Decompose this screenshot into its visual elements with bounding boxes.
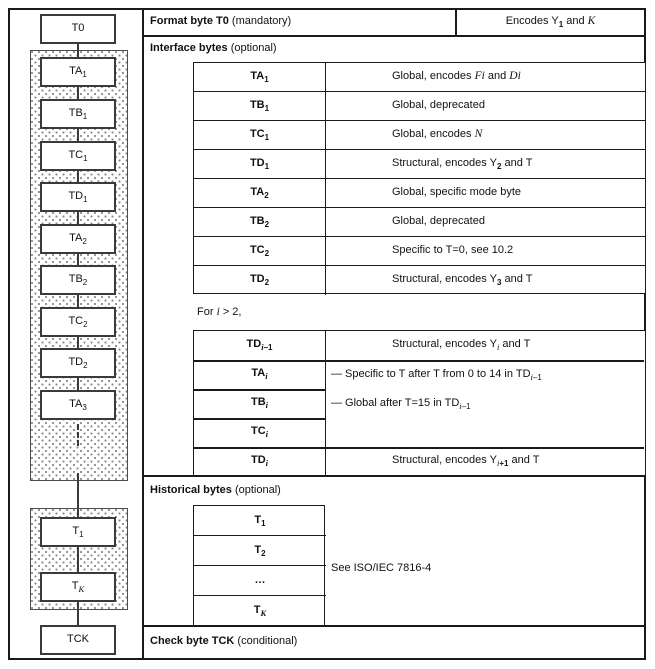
byte-name-cell: TA2: [194, 179, 326, 207]
connector-line: [77, 473, 79, 517]
byte-name-cell: TCi: [194, 418, 326, 447]
connector-line: [77, 602, 79, 625]
table-row: TB1 Global, deprecated: [194, 92, 645, 121]
byte-name-cell: TAi: [194, 360, 326, 389]
byte-name-cell: TB1: [194, 92, 326, 120]
diagram-box-tk: TK: [40, 572, 116, 602]
byte-name-cell: TA1: [194, 63, 326, 91]
byte-name-cell: TC2: [194, 237, 326, 265]
i-bytes-table: TDi–1 TAi TBi TCi TDi Structural, encode…: [193, 330, 646, 476]
byte-name-cell: TD1: [194, 150, 326, 178]
table-row: TA2 Global, specific mode byte: [194, 179, 645, 208]
byte-desc-cell: Structural, encodes Y3 and T: [392, 273, 533, 287]
table-row: TD2 Structural, encodes Y3 and T: [194, 266, 645, 295]
section-divider-line: [143, 625, 646, 627]
format-row-divider-line: [455, 10, 457, 35]
byte-name-cell: T2: [194, 536, 326, 566]
byte-name-cell: TC1: [194, 121, 326, 149]
byte-desc-cell: Structural, encodes Yi and T: [392, 338, 531, 352]
row-line: [194, 389, 326, 391]
interface-bytes-label: Interface bytes (optional): [150, 42, 277, 54]
format-byte-desc: Encodes Y1 and K: [505, 15, 596, 29]
for-i-note: For i > 2,: [197, 306, 242, 318]
diagram-box-t1: T1: [40, 517, 116, 547]
historical-bytes-table: T1 T2 … TK: [193, 505, 326, 625]
row-line: [194, 360, 644, 362]
connector-line: [77, 547, 79, 572]
byte-name-cell: TB2: [194, 208, 326, 236]
table-row: TC1 Global, encodes N: [194, 121, 645, 150]
diagram-box-td2: TD2: [40, 348, 116, 378]
table-row: TB2 Global, deprecated: [194, 208, 645, 237]
merged-desc-line: — Specific to T after T from 0 to 14 in …: [331, 368, 542, 382]
format-byte-label: Format byte T0 (mandatory): [150, 15, 292, 27]
diagram-box-tc1: TC1: [40, 141, 116, 171]
byte-desc-cell: Structural, encodes Y2 and T: [392, 157, 533, 171]
byte-desc-cell: Global, encodes Fi and Di: [392, 70, 521, 82]
byte-name-cell: …: [194, 566, 326, 596]
row-line: [194, 447, 644, 449]
diagram-box-ta2: TA2: [40, 224, 116, 254]
byte-desc-cell: Structural, encodes Yi+1 and T: [392, 454, 540, 468]
byte-name-cell: T1: [194, 506, 326, 536]
merged-desc-line: — Global after T=15 in TDi–1: [331, 397, 471, 411]
table-row: TD1 Structural, encodes Y2 and T: [194, 150, 645, 179]
table-row: TA1 Global, encodes Fi and Di: [194, 63, 645, 92]
byte-desc-cell: Specific to T=0, see 10.2: [392, 244, 514, 256]
diagram-box-tb1: TB1: [40, 99, 116, 129]
byte-desc-cell: Global, specific mode byte: [392, 186, 522, 198]
section-divider-line: [143, 35, 646, 37]
diagram-box-tb2: TB2: [40, 265, 116, 295]
check-byte-label: Check byte TCK (conditional): [150, 635, 298, 647]
historical-desc: See ISO/IEC 7816-4: [331, 562, 432, 574]
byte-name-cell: TDi–1: [194, 331, 326, 360]
diagram-box-t0: T0: [40, 14, 116, 44]
byte-desc-cell: Global, deprecated: [392, 99, 485, 111]
row-line: [194, 418, 326, 420]
historical-bytes-label: Historical bytes (optional): [150, 484, 281, 496]
diagram-box-tc2: TC2: [40, 307, 116, 337]
section-divider-line: [143, 475, 646, 477]
table-row: TC2 Specific to T=0, see 10.2: [194, 237, 645, 266]
panel-divider-line: [142, 8, 144, 660]
byte-name-cell: TDi: [194, 447, 326, 476]
byte-name-cell: TBi: [194, 389, 326, 418]
byte-name-cell: TD2: [194, 266, 326, 295]
diagram-box-ta1: TA1: [40, 57, 116, 87]
interface-bytes-table: TA1 Global, encodes Fi and Di TB1 Global…: [193, 62, 646, 295]
diagram-box-ta3: TA3: [40, 390, 116, 420]
byte-desc-cell: Global, deprecated: [392, 215, 485, 227]
diagram-box-td1: TD1: [40, 182, 116, 212]
diagram-box-tck: TCK: [40, 625, 116, 655]
connector-dashed-line: [77, 424, 79, 446]
byte-desc-cell: Global, encodes N: [392, 128, 483, 140]
byte-name-cell: TK: [253, 604, 267, 618]
